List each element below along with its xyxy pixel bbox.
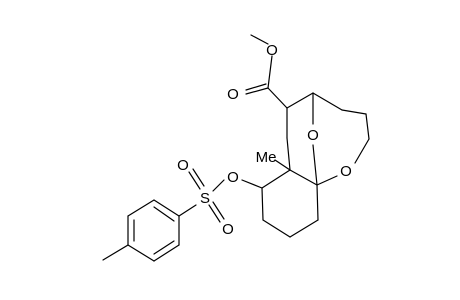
bond-c9-cspiro — [316, 184, 319, 221]
bond-ar1-ar2-inner — [153, 206, 175, 222]
bond-cots-o — [241, 179, 263, 189]
atom-o-carbonyl: O — [227, 86, 239, 103]
bond-c3-c4 — [341, 109, 367, 115]
atom-o-bridge: O — [307, 127, 319, 144]
bond-carbonyl-outer — [245, 87, 269, 95]
bond-c2-c3 — [312, 92, 343, 111]
bond-s-aryl — [178, 204, 197, 217]
bond-c6-cq — [286, 137, 291, 171]
bond-ome-carbon — [267, 55, 273, 89]
bond-c4-c5 — [365, 113, 370, 140]
bond-o-s — [212, 179, 225, 192]
bond-s-o-bottom-outer — [208, 204, 221, 223]
bond-oring-cspiro — [316, 175, 338, 186]
bond-obridge-cspiro — [312, 144, 318, 186]
bond-s-o-top-outer — [188, 171, 201, 190]
bond-c8-c9 — [289, 219, 319, 238]
bond-ar-methyl — [102, 244, 129, 261]
atom-methyl-label: Me — [256, 149, 277, 166]
bond-carbonyl-inner — [245, 83, 267, 91]
bond-c7-c8 — [262, 219, 291, 238]
bond-c1-c2 — [286, 92, 314, 109]
bond-s-o-bottom-inner — [212, 201, 225, 220]
atom-o-tosylate: O — [227, 169, 239, 186]
bond-ar1-ar2 — [153, 199, 180, 217]
atom-o-sulfonyl-top: O — [177, 157, 189, 174]
atom-o-methoxy: O — [266, 42, 278, 59]
atom-sulfur: S — [200, 190, 210, 207]
bond-ester-ring — [267, 87, 288, 109]
bond-cq-methyl — [274, 159, 291, 171]
bond-ar4-ar5 — [127, 244, 155, 262]
bond-s-o-top-inner — [192, 168, 205, 187]
atom-o-ring: O — [340, 163, 352, 180]
atom-o-sulfonyl-bottom: O — [222, 221, 234, 238]
bond-c5-oring — [354, 138, 370, 164]
bond-cots-c7 — [261, 187, 264, 221]
bond-ar5-ar6 — [153, 244, 180, 262]
bond-ar5-ar6-inner — [153, 240, 175, 255]
bond-ar2-ar3 — [127, 199, 155, 217]
bond-ome-methyl — [250, 34, 269, 45]
bond-cq-cots — [261, 169, 291, 189]
bond-cq-cspiro — [289, 169, 318, 186]
